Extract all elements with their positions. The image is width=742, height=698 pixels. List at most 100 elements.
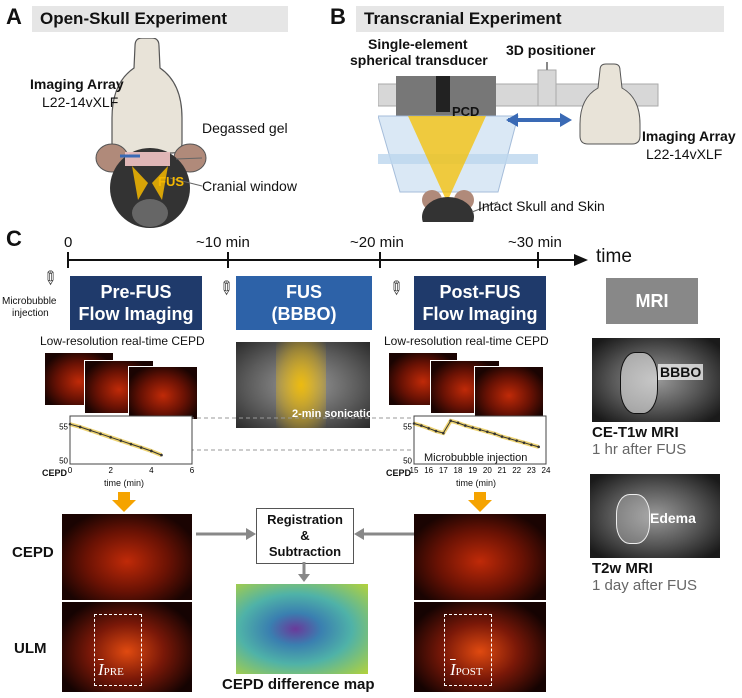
data-point	[515, 439, 518, 442]
panel-c-letter: C	[6, 226, 22, 251]
cepd-difference-map-image	[236, 584, 368, 674]
data-point	[464, 424, 467, 427]
i-post-label: IPOST	[450, 660, 483, 680]
mri-box: MRI	[606, 278, 698, 324]
panel-a-array-label: Imaging Array	[30, 76, 124, 92]
data-point	[442, 431, 445, 435]
degassed-gel-label: Degassed gel	[202, 120, 288, 136]
x-tick-label: 0	[68, 466, 73, 475]
skull-label: Intact Skull and Skin	[478, 198, 605, 214]
data-point	[139, 446, 143, 449]
data-point	[109, 435, 112, 439]
difference-map-label: CEPD difference map	[222, 676, 375, 693]
ulm-row-label: ULM	[14, 640, 47, 657]
ulm-post-image	[414, 602, 546, 692]
lowres-post-label: Low-resolution real-time CEPD	[384, 334, 549, 348]
fus-line2: (BBBO)	[271, 304, 337, 324]
sonication-label: 2-min sonication	[292, 408, 370, 420]
positioner-label: 3D positioner	[506, 42, 596, 58]
fus-ultrasound-image: 2-min sonication	[236, 342, 370, 428]
x-tick-label: 17	[439, 466, 448, 475]
pcd-label: PCD	[452, 104, 480, 119]
microbubble-injection-note: Microbubble injection	[424, 452, 528, 464]
chart-post-xlabel: time (min)	[456, 478, 496, 488]
transducer-label-2: spherical transducer	[350, 52, 488, 68]
data-point	[420, 424, 423, 427]
ulm-pre-image	[62, 602, 192, 692]
x-tick-label: 22	[512, 466, 521, 475]
x-tick-label: 4	[149, 466, 154, 475]
panel-b-array-model: L22-14vXLF	[646, 146, 723, 162]
i-symbol-pre: I	[98, 660, 104, 679]
fus-line1: FUS	[286, 282, 322, 302]
mouse-snout	[132, 199, 168, 227]
chart-frame	[413, 415, 547, 465]
syringe-icon: ✎	[383, 275, 409, 301]
i-pre-subscript: PRE	[103, 666, 124, 678]
i-post-subscript: POST	[455, 666, 483, 678]
transducer-label-1: Single-element	[368, 36, 468, 52]
x-tick-label: 24	[542, 466, 551, 475]
x-tick-label: 2	[108, 466, 113, 475]
imaging-array-probe	[111, 38, 183, 154]
data-point	[129, 442, 133, 446]
data-point	[522, 441, 526, 445]
chart-pre-ylabel-1: CEPD	[42, 468, 68, 478]
ce-t1w-time: 1 hr after FUS	[592, 441, 687, 458]
fus-beam-left	[132, 166, 148, 200]
data-point	[68, 422, 72, 426]
data-point	[493, 432, 496, 436]
t2w-time: 1 day after FUS	[592, 577, 698, 594]
post-fus-box: Post-FUS Flow Imaging	[414, 276, 546, 330]
cranial-window-label: Cranial window	[202, 178, 297, 194]
y-tick-label: 55	[59, 422, 68, 431]
i-pre-label: IPRE	[98, 660, 124, 680]
degassed-gel	[125, 152, 170, 166]
lowres-frame-post-3	[474, 366, 544, 420]
mouse-head	[110, 148, 190, 228]
chart-frame	[69, 415, 193, 465]
bbbo-label: BBBO	[658, 364, 704, 380]
data-point	[478, 428, 482, 432]
y-tick-label: 50	[59, 457, 68, 466]
cepd-pre-image	[62, 514, 192, 600]
mouse-head-b	[422, 197, 474, 222]
microbubble-label-1: Microbubble	[2, 296, 57, 307]
ce-t1w-mri-image: BBBO	[592, 338, 720, 422]
x-tick-label: 16	[424, 466, 433, 475]
panel-b-letter: B	[330, 4, 346, 29]
pre-fus-box: Pre-FUS Flow Imaging	[70, 276, 202, 330]
registration-line2: &	[300, 528, 310, 543]
t2w-label: T2w MRI	[592, 560, 653, 577]
data-point	[471, 426, 474, 429]
x-tick-label: 15	[410, 466, 419, 475]
tick-0: 0	[64, 234, 73, 251]
data-point	[412, 422, 416, 425]
cepd-row-label: CEPD	[12, 544, 54, 561]
data-point	[150, 449, 153, 453]
x-tick-label: 6	[190, 466, 195, 475]
microbubble-label-2: injection	[12, 308, 49, 319]
open-skull-illustration	[95, 38, 207, 228]
roi-box-pre	[94, 614, 142, 686]
x-tick-label: 18	[454, 466, 463, 475]
orange-arrow-pre	[112, 492, 136, 512]
panel-b-title: Transcranial Experiment	[356, 6, 724, 32]
tick-10: ~10 min	[196, 234, 250, 251]
pre-fus-chart: 0 2 4 6 55 50	[59, 415, 195, 475]
focal-spot	[276, 342, 326, 428]
chart-post-ylabel-1: CEPD	[386, 468, 412, 478]
data-point	[486, 430, 489, 434]
orange-arrow-post	[468, 492, 492, 512]
data-point	[119, 439, 123, 442]
syringe-icon: ✎	[213, 275, 239, 301]
fus-box: FUS (BBBO)	[236, 276, 372, 330]
edema-label: Edema	[650, 510, 696, 526]
data-point	[89, 429, 92, 432]
x-tick-label: 23	[527, 466, 536, 475]
x-tick-label: 19	[468, 466, 477, 475]
guide-lines	[190, 417, 430, 451]
panel-a-title: Open-Skull Experiment	[32, 6, 288, 32]
data-point	[78, 425, 82, 429]
